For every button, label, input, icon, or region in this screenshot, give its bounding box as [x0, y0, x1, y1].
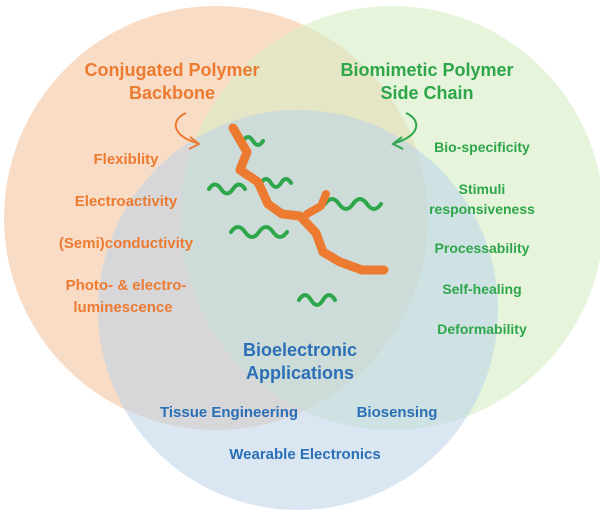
side-chain-property: Stimuli	[459, 181, 506, 197]
backbone-chain	[228, 123, 389, 275]
backbone-property: luminescence	[73, 299, 172, 316]
backbone-property: Electroactivity	[75, 193, 178, 210]
applications-circle	[98, 110, 498, 510]
backbone-property: Flexiblity	[93, 151, 159, 168]
application-item: Biosensing	[357, 404, 438, 421]
side-chain-wave	[229, 225, 289, 239]
backbone-chain-branch	[303, 190, 330, 218]
side-chain-property: Self-healing	[442, 281, 521, 297]
side-chain-title: Biomimetic Polymer	[340, 60, 513, 80]
venn-circles	[4, 6, 600, 510]
polymer-chain-icon	[207, 123, 389, 307]
side-chain-property: Bio-specificity	[434, 139, 530, 155]
backbone-title: Backbone	[129, 83, 215, 103]
backbone-property: (Semi)conductivity	[59, 235, 194, 252]
applications-title: Applications	[246, 363, 354, 383]
side-chain-wave	[241, 135, 265, 147]
backbone-title: Conjugated Polymer	[84, 60, 259, 80]
applications-title: Bioelectronic	[243, 340, 357, 360]
application-item: Tissue Engineering	[160, 404, 298, 421]
side-chain-wave	[207, 182, 247, 196]
side-chain-wave	[323, 197, 383, 211]
side-chain-property: Processability	[435, 240, 530, 256]
side-chain-wave	[259, 177, 293, 189]
backbone-property: Photo- & electro-	[66, 277, 187, 294]
curved-arrow-icon	[391, 112, 418, 150]
side-chain-property: Deformability	[437, 321, 527, 337]
side-chain-property: responsiveness	[429, 201, 535, 217]
application-item: Wearable Electronics	[229, 446, 380, 463]
curved-arrow-icon	[174, 112, 201, 150]
side-chain-title: Side Chain	[380, 83, 473, 103]
side-chain-wave	[297, 293, 337, 307]
